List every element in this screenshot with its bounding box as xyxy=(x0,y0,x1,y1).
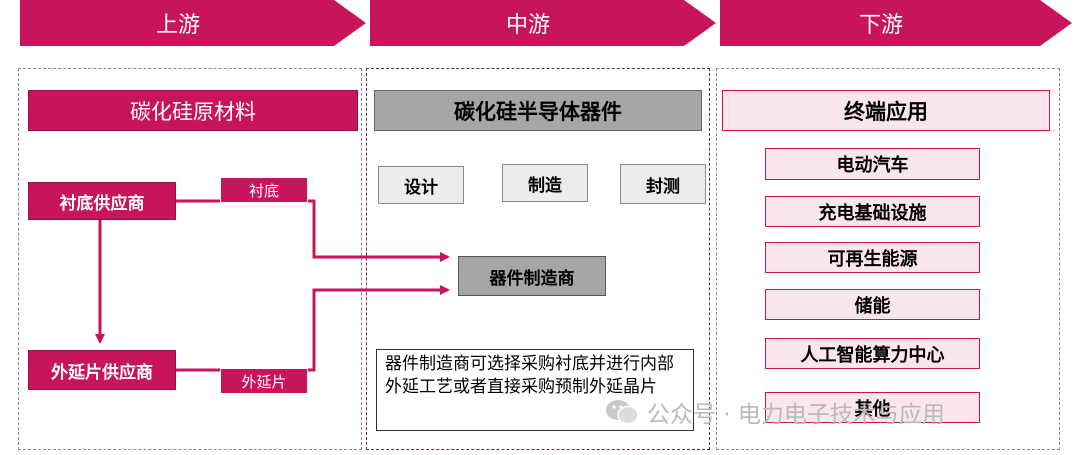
app-energy-storage-label: 储能 xyxy=(854,295,891,317)
step-manufacture-label: 制造 xyxy=(528,175,562,196)
substrate-supplier-label: 衬底供应商 xyxy=(59,193,145,214)
midstream-header: 碳化硅半导体器件 xyxy=(374,90,702,131)
watermark-text: 公众号 · 电力电子技术与应用 xyxy=(647,402,945,428)
downstream-panel xyxy=(716,68,1060,450)
epi-supplier-label: 外延片供应商 xyxy=(51,362,153,383)
upstream-header-label: 碳化硅原材料 xyxy=(130,99,256,124)
app-electric-vehicle: 电动汽车 xyxy=(765,148,980,180)
stage-label-midstream: 中游 xyxy=(505,13,550,38)
sourcing-note-text: 器件制造商可选择采购衬底并进行内部外延工艺或者直接采购预制外延晶片 xyxy=(385,354,674,397)
device-maker-label: 器件制造商 xyxy=(489,268,575,289)
app-renewable-energy-label: 可再生能源 xyxy=(827,248,918,270)
step-design-label: 设计 xyxy=(404,177,438,198)
step-packaging-test: 封测 xyxy=(620,164,706,204)
stage-label-downstream: 下游 xyxy=(858,13,903,38)
stage-label-upstream: 上游 xyxy=(155,13,200,38)
epi-supplier-box: 外延片供应商 xyxy=(28,350,176,390)
step-manufacture: 制造 xyxy=(502,164,588,202)
upstream-panel xyxy=(18,68,362,450)
stage-arrow-midstream: 中游 xyxy=(370,0,716,46)
watermark: 公众号 · 电力电子技术与应用 xyxy=(605,394,1065,430)
downstream-header-label: 终端应用 xyxy=(844,99,928,124)
epi-tag: 外延片 xyxy=(220,368,308,394)
substrate-tag-label: 衬底 xyxy=(248,181,279,200)
app-charging-infrastructure-label: 充电基础设施 xyxy=(818,202,927,224)
app-ai-computing-center-label: 人工智能算力中心 xyxy=(800,344,945,366)
app-charging-infrastructure: 充电基础设施 xyxy=(765,196,980,227)
app-renewable-energy: 可再生能源 xyxy=(765,242,980,273)
substrate-tag: 衬底 xyxy=(220,177,308,203)
upstream-header: 碳化硅原材料 xyxy=(28,90,358,131)
app-electric-vehicle-label: 电动汽车 xyxy=(836,155,909,176)
step-packaging-test-label: 封测 xyxy=(646,176,680,197)
app-ai-computing-center: 人工智能算力中心 xyxy=(765,338,980,369)
stage-arrow-upstream: 上游 xyxy=(20,0,366,46)
app-other: 其他 xyxy=(765,392,980,423)
stage-arrow-downstream: 下游 xyxy=(720,0,1072,46)
substrate-supplier-box: 衬底供应商 xyxy=(28,182,176,220)
midstream-panel xyxy=(366,68,710,450)
device-maker-box: 器件制造商 xyxy=(458,256,606,296)
sourcing-note: 器件制造商可选择采购衬底并进行内部外延工艺或者直接采购预制外延晶片 xyxy=(376,349,694,431)
app-other-label: 其他 xyxy=(854,398,891,420)
downstream-header: 终端应用 xyxy=(722,90,1050,131)
step-design: 设计 xyxy=(378,166,464,204)
substrate-to-maker-line xyxy=(176,199,450,262)
wechat-icon xyxy=(605,399,639,425)
epi-tag-label: 外延片 xyxy=(241,372,287,391)
midstream-header-label: 碳化硅半导体器件 xyxy=(454,99,622,124)
app-energy-storage: 储能 xyxy=(765,289,980,320)
